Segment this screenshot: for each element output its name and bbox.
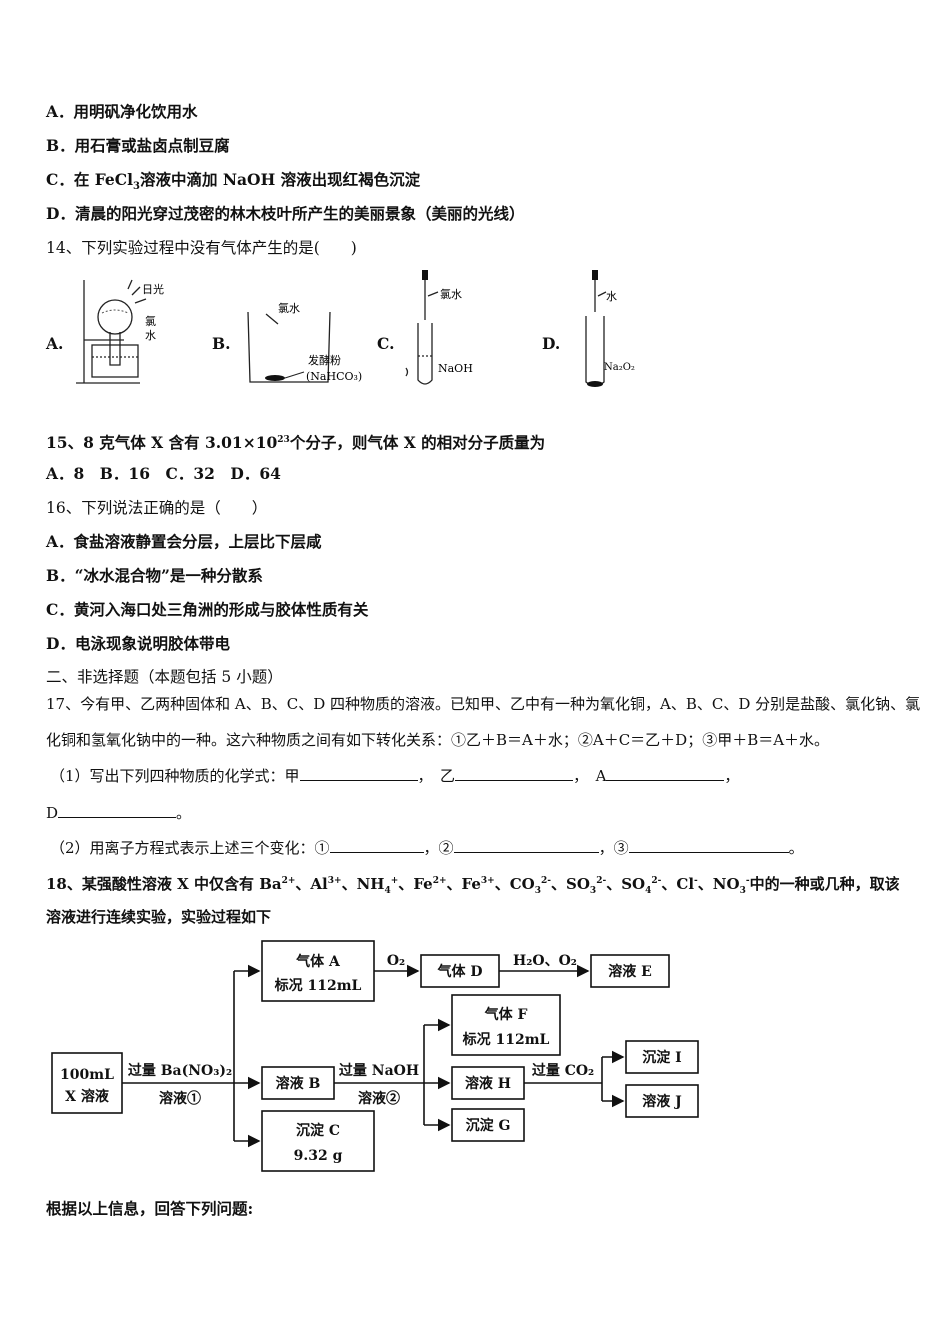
q13-option-d: D．清晨的阳光穿过茂密的林木枝叶所产生的美丽景象（美丽的光线） xyxy=(46,204,525,223)
q18-closing: 根据以上信息，回答下列问题: xyxy=(46,1199,254,1218)
blank-yi xyxy=(455,764,574,781)
q14-option-d-label: D. xyxy=(542,334,561,353)
q14-option-a-label: A. xyxy=(46,334,64,353)
chlorine-water-label-2: 水 xyxy=(145,329,156,342)
chlorine-water-label-1: 氯 xyxy=(145,314,156,328)
q14-figure-b: 氯水 发酵粉 (NaHCO₃) xyxy=(247,301,362,383)
solution-b-label: 溶液 B xyxy=(276,1075,321,1092)
ion: Al3+ xyxy=(310,875,342,893)
nahco3-label: (NaHCO₃) xyxy=(306,370,362,383)
q16-stem: 16、下列说法正确的是（ ） xyxy=(46,499,268,517)
na2o2-label: Na₂O₂ xyxy=(604,362,635,373)
water-label: 水 xyxy=(606,290,617,303)
ion: CO32- xyxy=(509,875,551,896)
q17-sub1: （1）写出下列四种物质的化学式：甲， 乙， A， xyxy=(50,764,739,787)
q16-option-b: B．“冰水混合物”是一种分散系 xyxy=(46,566,263,585)
solution-e-label: 溶液 E xyxy=(608,963,652,980)
q15-options: A．8 B．16 C．32 D．64 xyxy=(46,464,281,483)
q18-line-1: 18、某强酸性溶液 X 中仅含有 Ba2+、Al3+、NH4+、Fe2+、Fe3… xyxy=(46,875,900,896)
q17-sub2: （2）用离子方程式表示上述三个变化：①，②，③。 xyxy=(50,836,804,859)
chlorine-water-label: 氯水 xyxy=(278,301,300,315)
x-solution-volume: 100mL xyxy=(60,1067,114,1083)
ion: Cl- xyxy=(676,875,698,893)
q16-option-a: A．食盐溶液静置会分层，上层比下层咸 xyxy=(46,532,322,551)
box-gas-f xyxy=(451,994,561,1056)
q14-option-b-label: B. xyxy=(212,334,231,353)
q14-option-c-label: C. xyxy=(377,334,395,353)
q14-figure-a: 日光 氯 水 xyxy=(76,279,164,384)
q15-stem: 15、8 克气体 X 含有 3.01×1023个分子，则气体 X 的相对分子质量… xyxy=(46,433,546,453)
blank-a xyxy=(606,764,725,781)
step3-reagent: 过量 CO₂ xyxy=(532,1062,594,1079)
q18-line-2: 溶液进行连续实验，实验过程如下 xyxy=(46,908,272,926)
q13-option-b: B．用石膏或盐卤点制豆腐 xyxy=(46,136,230,155)
blank-eq3 xyxy=(628,836,789,853)
box-precipitate-i xyxy=(625,1040,699,1074)
q13-option-a: A．用明矾净化饮用水 xyxy=(46,102,198,121)
gas-a-volume: 标况 112mL xyxy=(274,977,362,994)
q13-option-c: C．在 FeCl3溶液中滴加 NaOH 溶液出现红褐色沉淀 xyxy=(46,170,421,193)
q14-stem: 14、下列实验过程中没有气体产生的是( ) xyxy=(46,239,357,257)
box-precipitate-g xyxy=(451,1108,525,1142)
q14-figure-d: 水 Na₂O₂ xyxy=(585,270,635,387)
sunlight-label: 日光 xyxy=(142,282,164,296)
ion-list: Ba2+、Al3+、NH4+、Fe2+、Fe3+、CO32-、SO32-、SO4… xyxy=(259,875,750,896)
q18-flowchart: 100mL X 溶液 过量 Ba(NO₃)₂ 溶液① 气体 A 标况 112mL… xyxy=(51,940,699,1172)
q14-figure-c: 氯水 NaOH xyxy=(405,270,473,385)
ion: Fe2+ xyxy=(413,875,447,893)
step2-reagent: 过量 NaOH xyxy=(339,1062,419,1079)
x-solution-label: X 溶液 xyxy=(65,1088,110,1105)
blank-eq1 xyxy=(329,836,424,853)
ion: Fe3+ xyxy=(461,875,495,893)
box-solution-e xyxy=(590,954,670,988)
precipitate-g-label: 沉淀 G xyxy=(466,1117,511,1134)
ion: SO32- xyxy=(566,875,607,896)
naoh-label: NaOH xyxy=(438,362,473,375)
q17-line-1: 17、今有甲、乙两种固体和 A、B、C、D 四种物质的溶液。已知甲、乙中有一种为… xyxy=(46,695,921,713)
gas-a-label: 气体 A xyxy=(295,953,341,970)
blank-jia xyxy=(299,764,418,781)
q16-option-d: D．电泳现象说明胶体带电 xyxy=(46,634,230,653)
chlorine-water-label: 氯水 xyxy=(440,287,462,301)
solution-j-label: 溶液 J xyxy=(642,1093,682,1110)
section-heading: 二、非选择题（本题包括 5 小题） xyxy=(46,668,283,686)
ion: NH4+ xyxy=(356,875,399,896)
q17-sub1-d: D。 xyxy=(46,801,191,824)
gas-f-volume: 标况 112mL xyxy=(462,1031,550,1048)
solution-h-label: 溶液 H xyxy=(465,1075,511,1092)
ion: Ba2+ xyxy=(259,875,296,893)
ion: NO3- xyxy=(712,875,750,896)
precipitate-c-label: 沉淀 C xyxy=(296,1122,340,1139)
precipitate-c-mass: 9.32 g xyxy=(294,1148,343,1164)
box-precipitate-c xyxy=(261,1110,375,1172)
precipitate-i-label: 沉淀 I xyxy=(642,1049,681,1066)
gas-d-label: 气体 D xyxy=(436,963,482,980)
blank-eq2 xyxy=(453,836,599,853)
step1-label: 溶液① xyxy=(159,1090,201,1107)
q16-option-c: C．黄河入海口处三角洲的形成与胶体性质有关 xyxy=(46,600,369,619)
h2o-o2-label: H₂O、O₂ xyxy=(513,953,577,969)
ion: SO42- xyxy=(621,875,662,896)
q17-line-2: 化铜和氢氧化钠中的一种。这六种物质之间有如下转化关系：①乙＋B＝A＋水；②A＋C… xyxy=(46,731,830,749)
box-solution-j xyxy=(625,1084,699,1118)
gas-f-label: 气体 F xyxy=(484,1006,528,1023)
blank-d xyxy=(58,801,177,818)
baking-powder-label: 发酵粉 xyxy=(308,353,341,367)
o2-label: O₂ xyxy=(387,953,405,969)
step2-label: 溶液② xyxy=(358,1090,400,1107)
step1-reagent: 过量 Ba(NO₃)₂ xyxy=(128,1062,232,1079)
